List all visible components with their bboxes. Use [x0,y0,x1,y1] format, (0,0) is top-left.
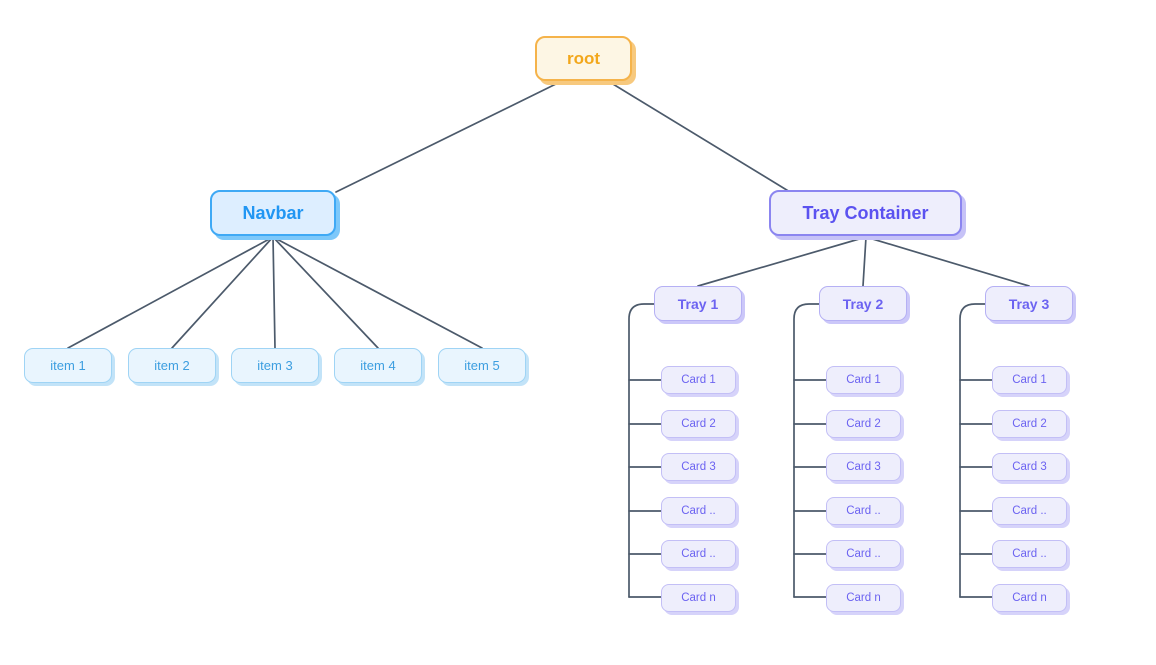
node-tray-1-card-3[interactable]: Card 3 [661,453,736,481]
node-tray-2[interactable]: Tray 2 [819,286,907,321]
tray-3-spine [959,303,993,598]
node-tray-1-card-4[interactable]: Card .. [661,497,736,525]
node-root[interactable]: root [535,36,632,81]
node-tray-1-card-5[interactable]: Card .. [661,540,736,568]
node-tray-3-card-3[interactable]: Card 3 [992,453,1067,481]
node-tray-2-card-1[interactable]: Card 1 [826,366,901,394]
node-tray-3-card-1[interactable]: Card 1 [992,366,1067,394]
node-item-5[interactable]: item 5 [438,348,526,383]
edge-traycontainer-tray-3 [865,236,1030,287]
edge-navbar-item-1 [67,236,274,349]
edge-navbar-item-5 [272,236,483,349]
node-navbar[interactable]: Navbar [210,190,336,236]
edge-root-traycontainer [607,80,791,193]
node-tray-3-card-5[interactable]: Card .. [992,540,1067,568]
edge-navbar-item-4 [272,236,379,349]
edge-navbar-item-2 [171,236,274,349]
node-tray-3-card-2[interactable]: Card 2 [992,410,1067,438]
node-tray-1[interactable]: Tray 1 [654,286,742,321]
node-item-3[interactable]: item 3 [231,348,319,383]
node-tray-2-card-4[interactable]: Card .. [826,497,901,525]
node-tray-1-card-2[interactable]: Card 2 [661,410,736,438]
node-tray-3-card-n[interactable]: Card n [992,584,1067,612]
node-tray-3-card-4[interactable]: Card .. [992,497,1067,525]
node-tray-2-card-2[interactable]: Card 2 [826,410,901,438]
node-tray-1-card-n[interactable]: Card n [661,584,736,612]
tray-2-spine [793,303,827,598]
node-tray-1-card-1[interactable]: Card 1 [661,366,736,394]
node-item-4[interactable]: item 4 [334,348,422,383]
edge-traycontainer-tray-1 [697,236,867,287]
node-tray-container[interactable]: Tray Container [769,190,962,236]
edge-traycontainer-tray-2 [862,236,867,287]
node-tray-3[interactable]: Tray 3 [985,286,1073,321]
edge-navbar-item-3 [272,236,276,349]
node-tray-2-card-5[interactable]: Card .. [826,540,901,568]
node-tray-2-card-n[interactable]: Card n [826,584,901,612]
node-item-1[interactable]: item 1 [24,348,112,383]
node-tray-2-card-3[interactable]: Card 3 [826,453,901,481]
tray-1-spine [628,303,662,598]
node-item-2[interactable]: item 2 [128,348,216,383]
edge-root-navbar [335,80,563,193]
